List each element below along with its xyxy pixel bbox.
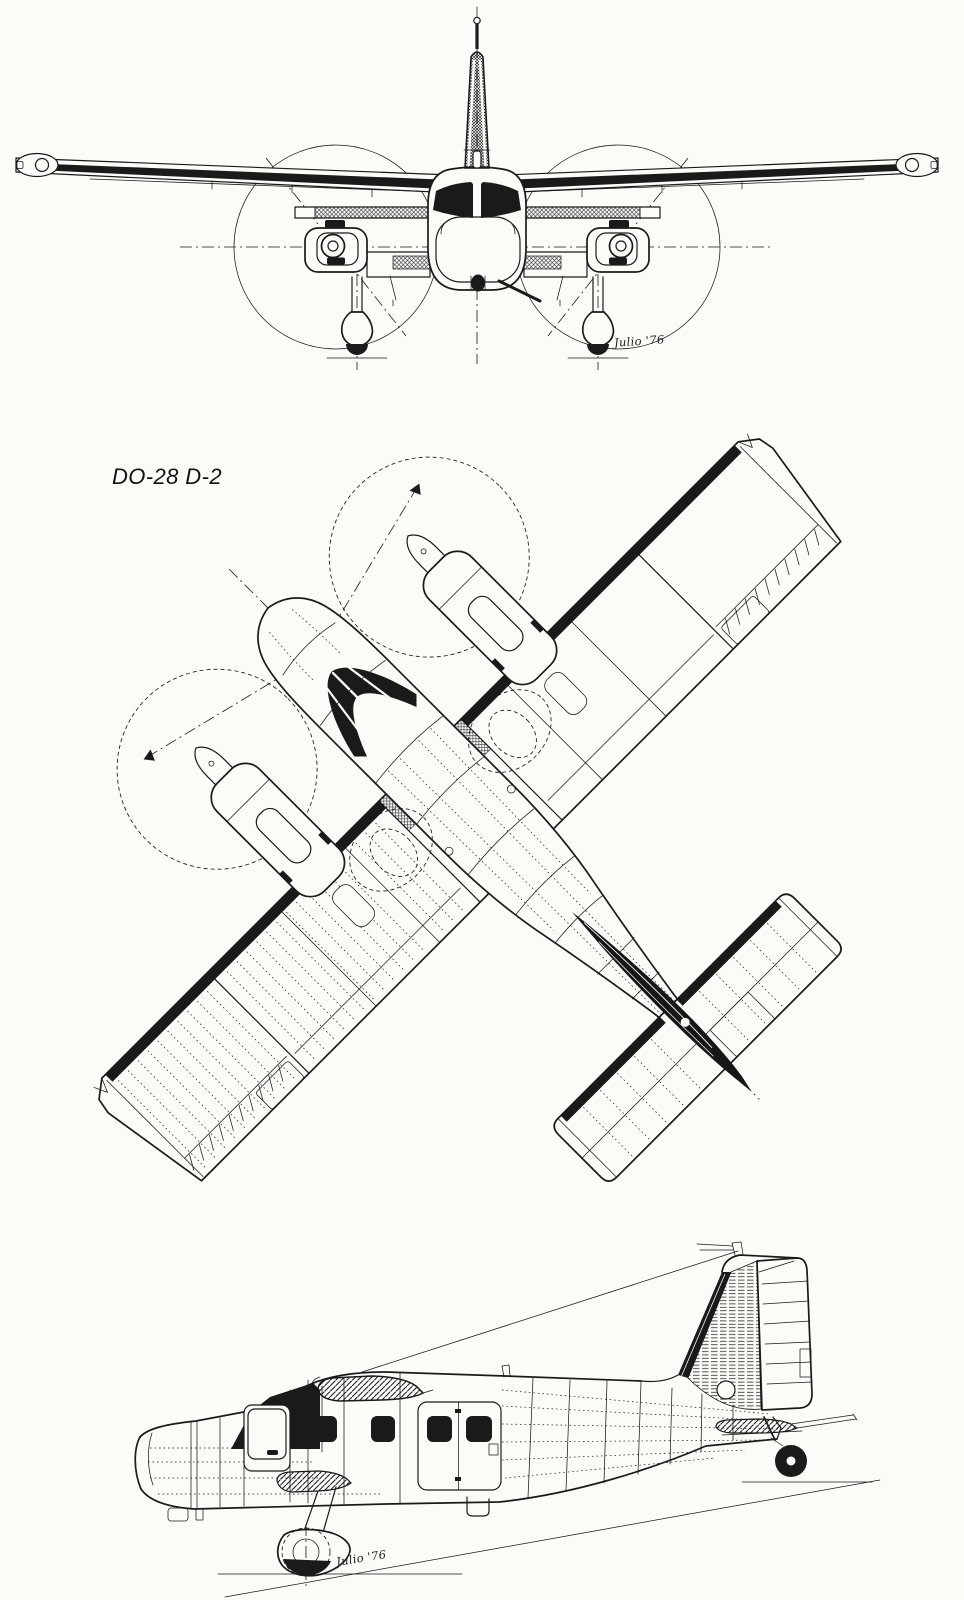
stub-wing-left — [366, 251, 431, 278]
aircraft-designation-label: DO-28 D-2 — [112, 464, 222, 489]
engine-nacelle-left — [194, 746, 375, 928]
wing-airfoil-section — [311, 1364, 511, 1402]
fuselage-front — [427, 166, 542, 303]
top-view — [93, 433, 842, 1182]
cargo-doors — [417, 1401, 502, 1517]
main-gear-right — [556, 275, 629, 359]
engine-nacelle-left — [304, 220, 368, 273]
ground-lines — [217, 1479, 881, 1598]
vertical-fin-side — [640, 1241, 813, 1411]
side-view — [134, 1241, 881, 1598]
wingtip-fairing-right — [895, 152, 939, 178]
antenna-wire — [361, 1250, 739, 1373]
stub-wing-right — [523, 251, 588, 278]
cockpit-glazing — [231, 1383, 323, 1503]
stub-wing-section — [276, 1470, 352, 1537]
wingtip-fairing-left — [15, 152, 59, 178]
engine-nacelle-right — [586, 220, 650, 273]
tailwheel — [763, 1416, 807, 1477]
main-gear-side — [276, 1524, 351, 1590]
vertical-fin-plan — [572, 912, 752, 1092]
front-view — [15, 6, 939, 370]
vertical-fin-front — [463, 6, 491, 169]
main-gear-left — [326, 275, 397, 359]
dimension-arrows — [143, 483, 421, 761]
cabin-windows — [313, 1416, 395, 1442]
tailplane-side — [715, 1413, 858, 1436]
engine-nacelle-right — [406, 534, 588, 715]
